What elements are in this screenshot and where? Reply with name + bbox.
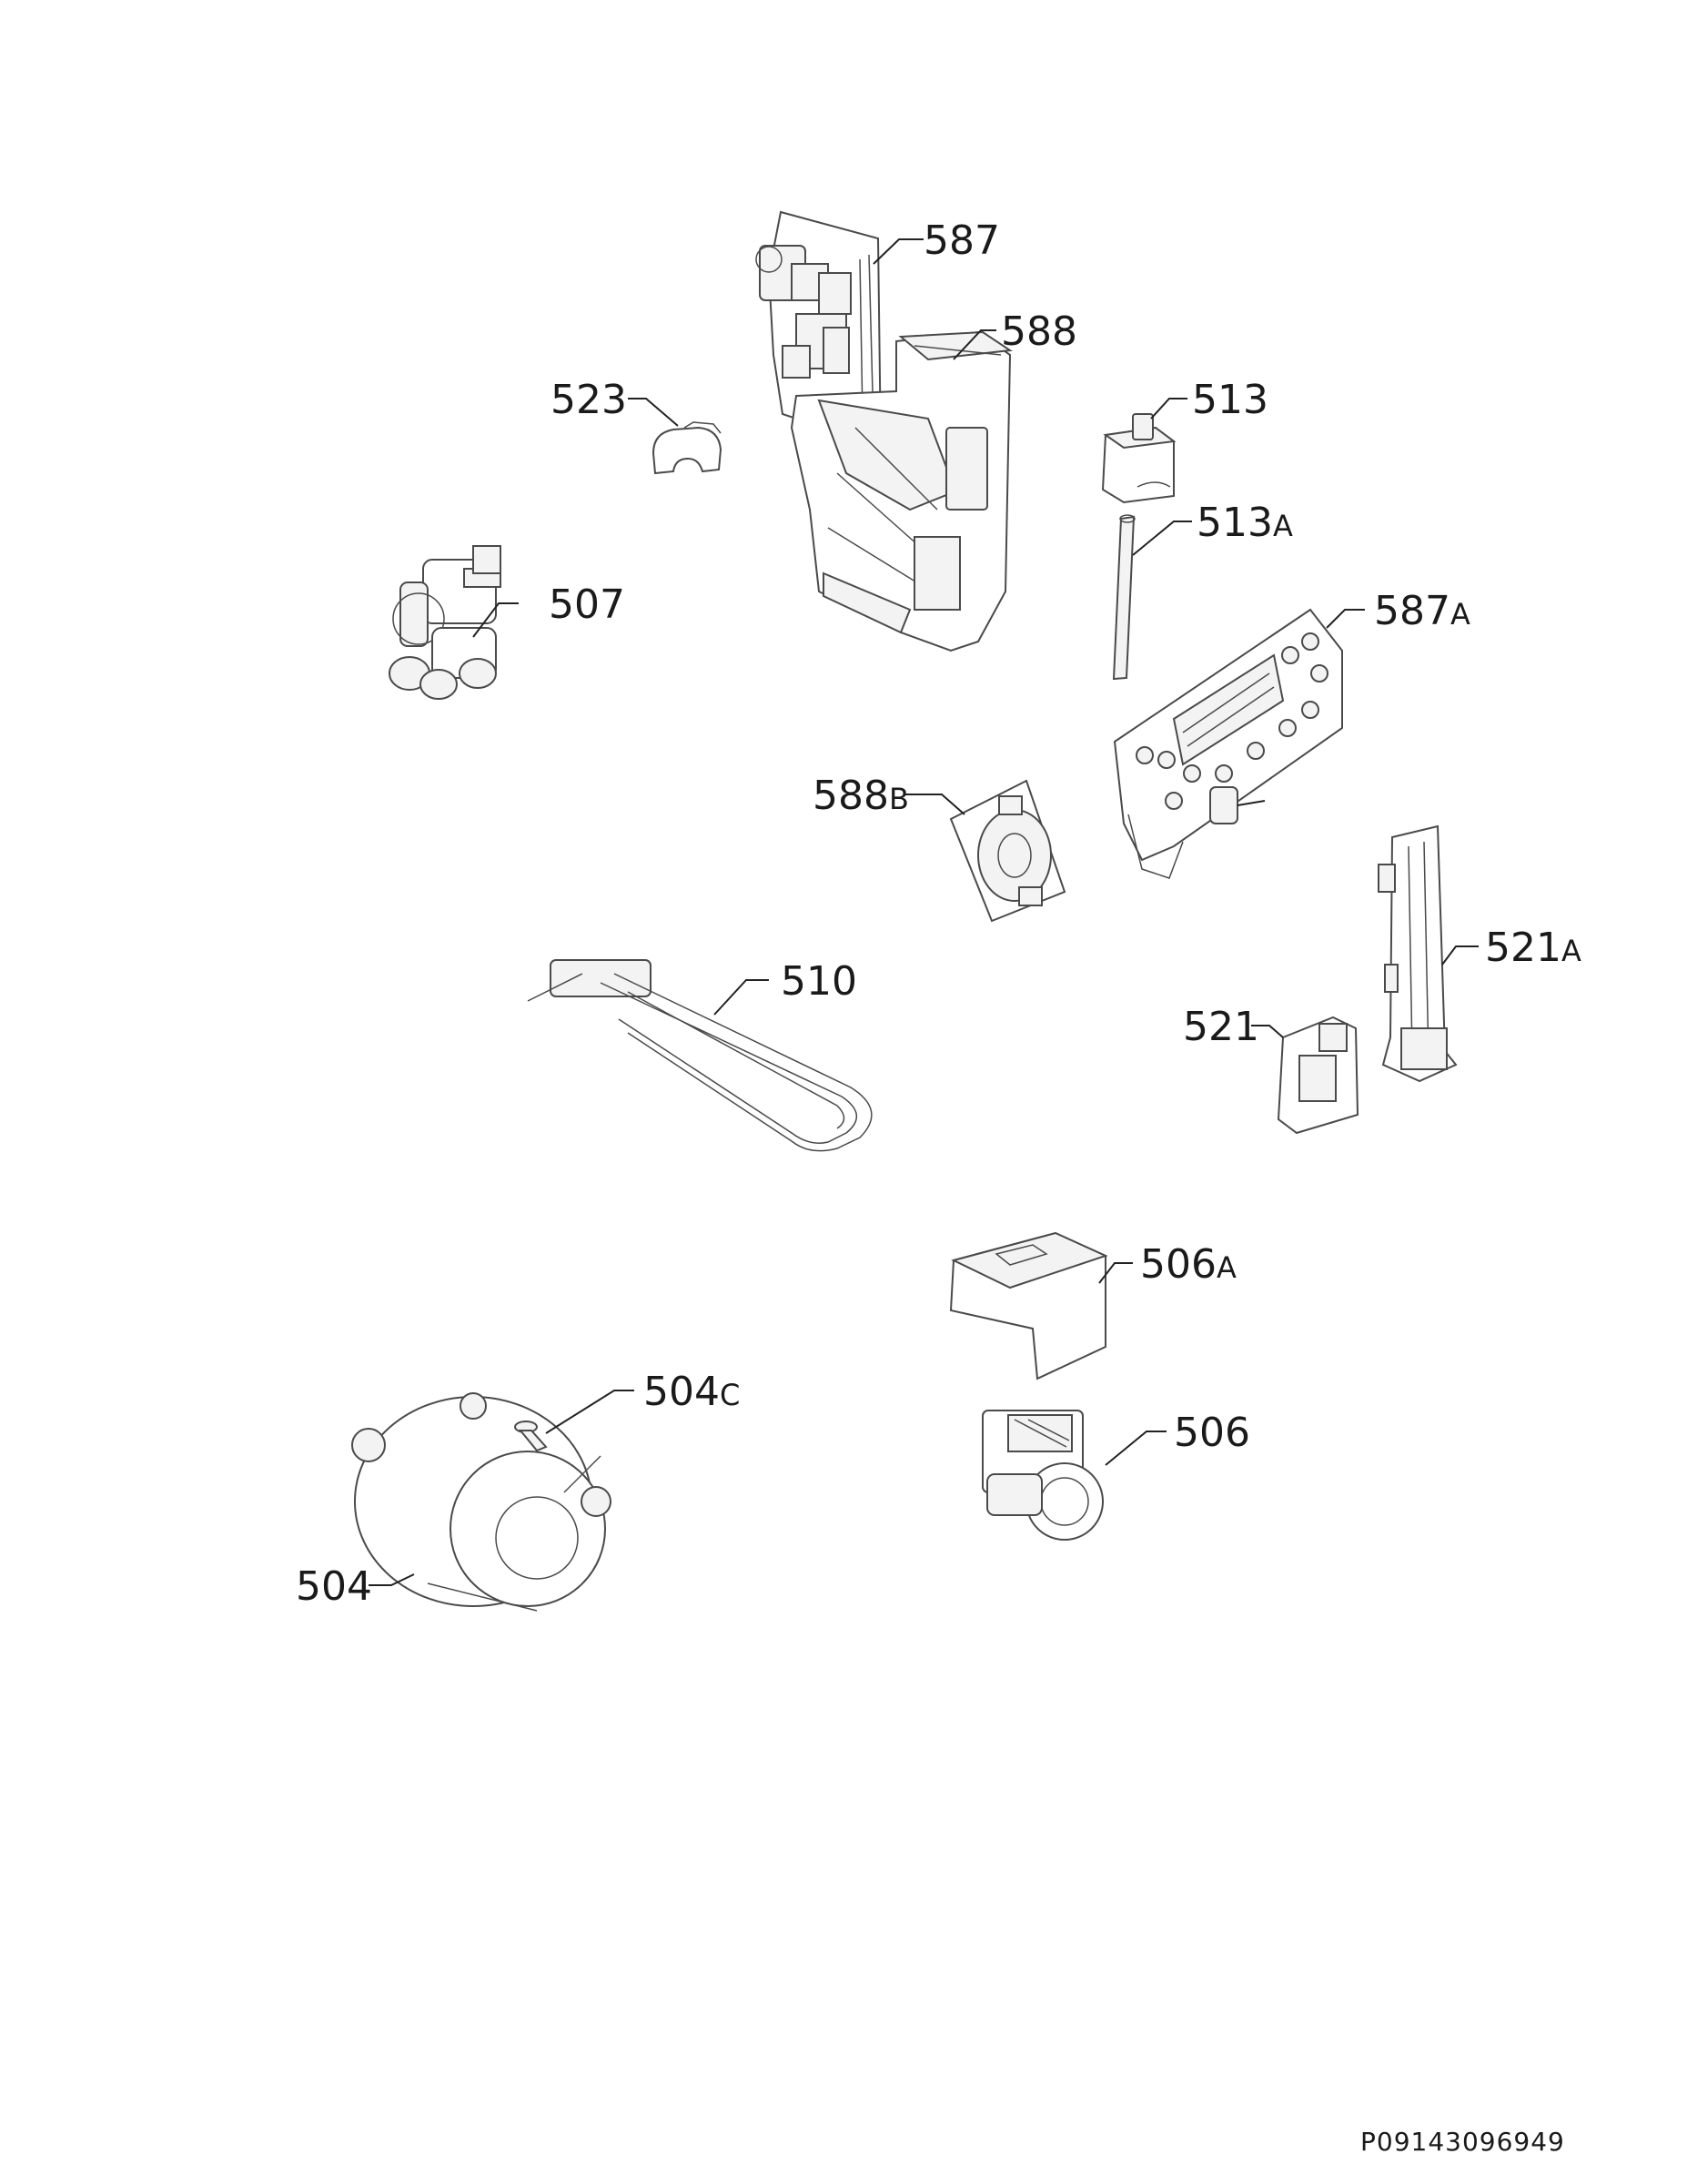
label-523: 523: [551, 377, 627, 423]
part-521-door-lock: [1277, 1016, 1359, 1135]
part-504-motor: [351, 1392, 611, 1612]
part-587a-ui-board: [1113, 608, 1343, 879]
label-588b: 588B: [813, 773, 909, 819]
label-506: 506: [1174, 1410, 1250, 1456]
label-513: 513: [1192, 377, 1268, 423]
part-507-inlet-valve: [389, 545, 501, 700]
part-506-drain-pump: [982, 1410, 1104, 1541]
label-588: 588: [1001, 308, 1077, 355]
part-510-heating-element: [527, 959, 873, 1152]
part-504c-screw: [514, 1421, 548, 1452]
part-588-pcb-housing: [790, 330, 1013, 652]
label-507: 507: [549, 581, 625, 628]
label-521: 521: [1183, 1004, 1259, 1050]
part-513a-rod: [1112, 514, 1136, 681]
part-588b-pressure-switch: [949, 779, 1066, 923]
label-506a: 506A: [1140, 1241, 1237, 1288]
part-506a-pump-cover: [949, 1231, 1108, 1380]
part-labels: 587 588 523 513 513A 507 587A 588B 510 5…: [296, 217, 1581, 1610]
label-504: 504: [296, 1563, 372, 1610]
label-587: 587: [924, 217, 1000, 264]
part-587-control-board: [755, 210, 883, 452]
leader-lines: [369, 238, 1479, 1586]
drawing-code: P09143096949: [1360, 2127, 1565, 2157]
label-510: 510: [781, 958, 857, 1005]
part-513-relay: [1101, 413, 1177, 504]
label-521a: 521A: [1485, 925, 1581, 971]
part-523-clip: [652, 421, 722, 475]
label-513a: 513A: [1197, 500, 1293, 546]
part-521a-door-lock-rail: [1378, 824, 1458, 1083]
label-587a: 587A: [1374, 588, 1470, 634]
label-504c: 504C: [643, 1369, 740, 1415]
